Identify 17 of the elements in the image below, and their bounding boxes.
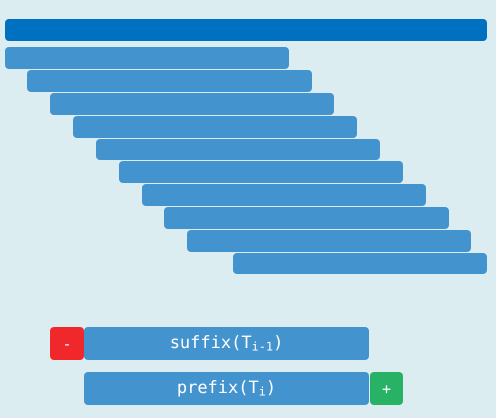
bar xyxy=(119,161,403,183)
bar-label: prefix(T$_{i}$) xyxy=(176,378,276,399)
bar xyxy=(142,184,426,206)
bar xyxy=(164,207,449,229)
bar xyxy=(27,70,312,92)
bar xyxy=(96,139,380,160)
label-bar xyxy=(84,372,369,405)
minus-tag: - xyxy=(50,327,84,360)
bar xyxy=(5,19,487,41)
bar xyxy=(5,47,289,69)
bar xyxy=(73,116,357,138)
bar xyxy=(187,230,471,252)
bar xyxy=(50,93,334,115)
bar xyxy=(233,253,487,274)
label-bar xyxy=(84,327,369,360)
plus-tag: + xyxy=(370,372,403,405)
bar-label: suffix(T$_{i-1}$) xyxy=(170,333,284,354)
